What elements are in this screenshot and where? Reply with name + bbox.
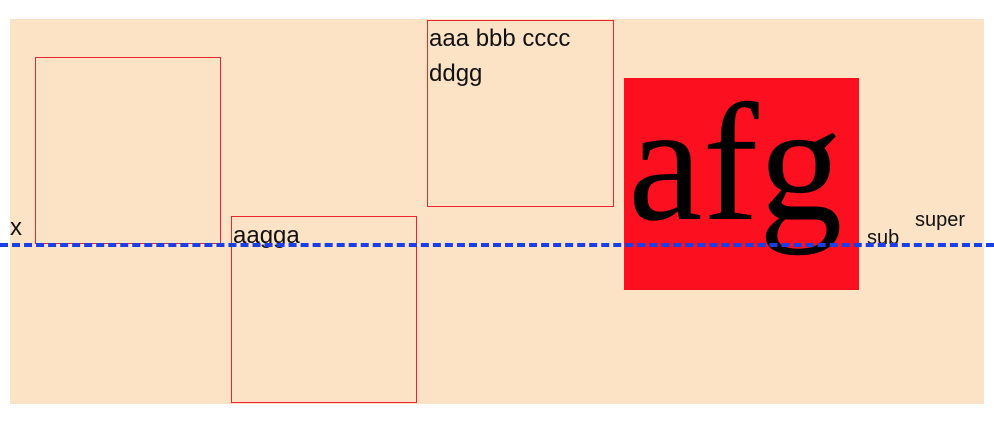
aagga-red-box <box>231 216 417 403</box>
dashed-baseline-guide <box>0 243 994 247</box>
paragraph-red-box <box>427 20 614 207</box>
superscript-label: super <box>915 209 966 231</box>
x-label: x <box>10 214 22 241</box>
large-serif-text-tile: afg <box>624 78 859 290</box>
paragraph-line-1: aaa bbb cccc <box>429 25 571 52</box>
large-serif-text: afg <box>628 78 843 256</box>
empty-red-box-left <box>35 57 221 244</box>
paragraph-line-2: ddgg <box>429 60 483 87</box>
